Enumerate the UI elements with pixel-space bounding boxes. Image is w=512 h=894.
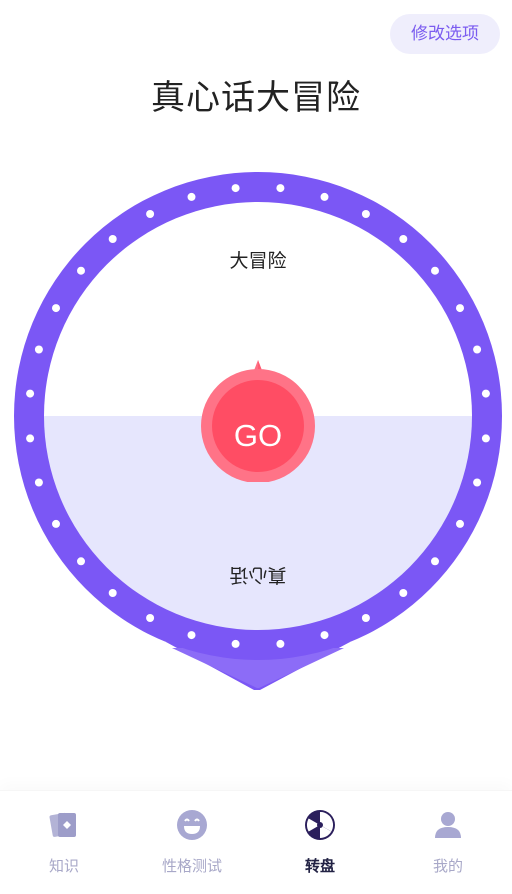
tab-label: 知识 bbox=[48, 858, 79, 875]
ring-light-dot bbox=[431, 557, 439, 566]
tab-label: 我的 bbox=[432, 858, 463, 875]
tab-mine[interactable]: 我的 bbox=[384, 791, 512, 894]
ring-light-dot bbox=[231, 639, 240, 648]
ring-light-dot bbox=[481, 389, 490, 398]
tab-personality-test[interactable]: 性格测试 bbox=[128, 791, 256, 894]
ring-light-dot bbox=[26, 389, 35, 398]
ring-light-dot bbox=[34, 345, 43, 354]
ring-light-dot bbox=[473, 478, 482, 487]
ring-light-dot bbox=[52, 304, 60, 313]
tab-label: 性格测试 bbox=[161, 858, 222, 875]
tab-knowledge[interactable]: 知识 bbox=[0, 791, 128, 894]
bottom-tab-bar: 知识 性格测试 转盘 bbox=[0, 790, 512, 894]
ring-light-dot bbox=[276, 184, 285, 193]
ring-light-dot bbox=[26, 434, 35, 443]
ring-light-dot bbox=[481, 434, 490, 443]
ring-light-dot bbox=[108, 589, 117, 597]
ring-light-dot bbox=[276, 639, 285, 648]
go-label: GO bbox=[233, 418, 283, 453]
cards-icon bbox=[49, 812, 76, 837]
tab-wheel[interactable]: 转盘 bbox=[256, 791, 384, 894]
ring-light-dot bbox=[108, 235, 117, 243]
page-title: 真心话大冒险 bbox=[151, 79, 361, 117]
ring-light-dot bbox=[77, 266, 85, 275]
ring-light-dot bbox=[146, 210, 155, 218]
ring-light-dot bbox=[187, 192, 196, 201]
ring-light-dot bbox=[320, 631, 329, 640]
ring-light-dot bbox=[431, 266, 439, 275]
ring-light-dot bbox=[231, 184, 240, 193]
ring-light-dot bbox=[456, 519, 464, 528]
go-spin-button[interactable]: GO bbox=[200, 360, 316, 483]
ring-light-dot bbox=[456, 304, 464, 313]
ring-light-dot bbox=[399, 589, 408, 597]
ring-light-dot bbox=[52, 519, 60, 528]
ring-light-dot bbox=[473, 345, 482, 354]
segment-label-dare: 大冒险 bbox=[229, 251, 287, 272]
tab-label: 转盘 bbox=[304, 858, 335, 875]
smiley-icon bbox=[177, 810, 207, 840]
ring-light-dot bbox=[187, 631, 196, 640]
ring-light-dot bbox=[77, 557, 85, 566]
edit-options-button[interactable]: 修改选项 bbox=[390, 14, 500, 54]
ring-light-dot bbox=[34, 478, 43, 487]
spin-wheel[interactable]: 大冒险 真心话 GO bbox=[14, 170, 502, 700]
ring-light-dot bbox=[320, 192, 329, 201]
ring-light-dot bbox=[361, 210, 370, 218]
ring-light-dot bbox=[399, 235, 408, 243]
person-icon bbox=[435, 812, 461, 838]
ring-light-dot bbox=[361, 614, 370, 622]
ring-light-dot bbox=[146, 614, 155, 622]
spin-button-shape bbox=[201, 360, 315, 483]
segment-label-truth: 真心话 bbox=[229, 564, 287, 585]
wheel-icon bbox=[305, 810, 335, 840]
ring-lights bbox=[26, 184, 490, 648]
